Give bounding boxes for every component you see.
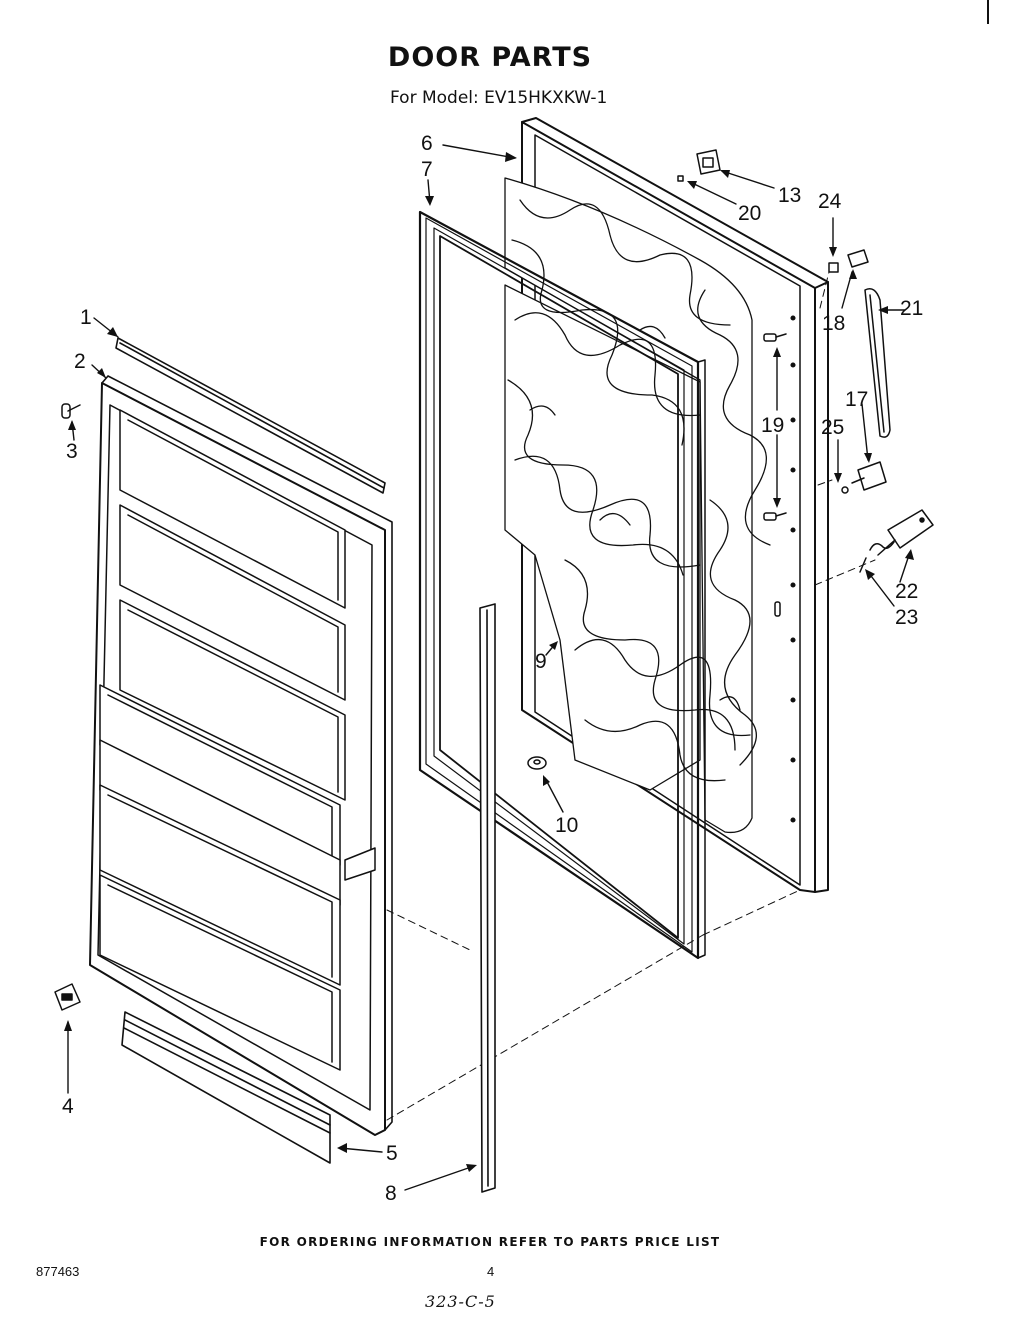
callout-3: 3 bbox=[66, 440, 78, 463]
assembly-guide-lines bbox=[386, 267, 876, 1121]
callout-19: 19 bbox=[761, 414, 784, 437]
latch-block bbox=[54, 983, 81, 1011]
callout-10: 10 bbox=[555, 814, 578, 837]
handwritten-note: 323-C-5 bbox=[425, 1292, 496, 1311]
ordering-note: FOR ORDERING INFORMATION REFER TO PARTS … bbox=[259, 1235, 721, 1249]
callout-1: 1 bbox=[80, 306, 92, 329]
callout-18: 18 bbox=[822, 312, 845, 335]
cam-bracket-22 bbox=[859, 509, 934, 573]
switch-part-17 bbox=[841, 461, 887, 494]
door-gasket bbox=[418, 210, 706, 960]
callout-8: 8 bbox=[385, 1182, 397, 1205]
callout-23: 23 bbox=[895, 606, 918, 629]
page-title: DOOR PARTS bbox=[387, 42, 593, 73]
door-insulation bbox=[504, 177, 771, 834]
callout-4: 4 bbox=[62, 1095, 74, 1118]
callout-22: 22 bbox=[895, 580, 918, 603]
callout-5: 5 bbox=[386, 1142, 398, 1165]
callout-25: 25 bbox=[821, 416, 844, 439]
page-number: 4 bbox=[487, 1264, 495, 1279]
top-trim-strip bbox=[115, 337, 386, 494]
callout-labels: 1 2 3 4 5 6 7 8 9 10 13 17 18 19 20 21 2… bbox=[62, 132, 923, 1205]
hinge-parts bbox=[828, 249, 869, 273]
arrow-heads bbox=[64, 152, 914, 1172]
gasket-strip bbox=[479, 603, 496, 1193]
callout-17: 17 bbox=[845, 388, 868, 411]
callout-21: 21 bbox=[900, 297, 923, 320]
callout-7: 7 bbox=[421, 158, 433, 181]
scan-edge-mark bbox=[987, 0, 989, 24]
callout-13: 13 bbox=[778, 184, 801, 207]
callout-6: 6 bbox=[421, 132, 433, 155]
callout-2: 2 bbox=[74, 350, 86, 373]
inner-door-liner bbox=[89, 375, 393, 1136]
bottom-trim bbox=[121, 1011, 331, 1164]
callout-9: 9 bbox=[535, 650, 547, 673]
document-number: 877463 bbox=[36, 1264, 80, 1279]
seal-strip-21 bbox=[864, 288, 891, 438]
callout-24: 24 bbox=[818, 190, 842, 213]
bracket-part-13 bbox=[677, 149, 721, 182]
screws-part-19 bbox=[763, 333, 787, 521]
door-plug bbox=[527, 756, 547, 770]
callout-20: 20 bbox=[738, 202, 761, 225]
model-subtitle: For Model: EV15HKXKW-1 bbox=[390, 88, 608, 108]
screw-part-3 bbox=[61, 403, 81, 419]
